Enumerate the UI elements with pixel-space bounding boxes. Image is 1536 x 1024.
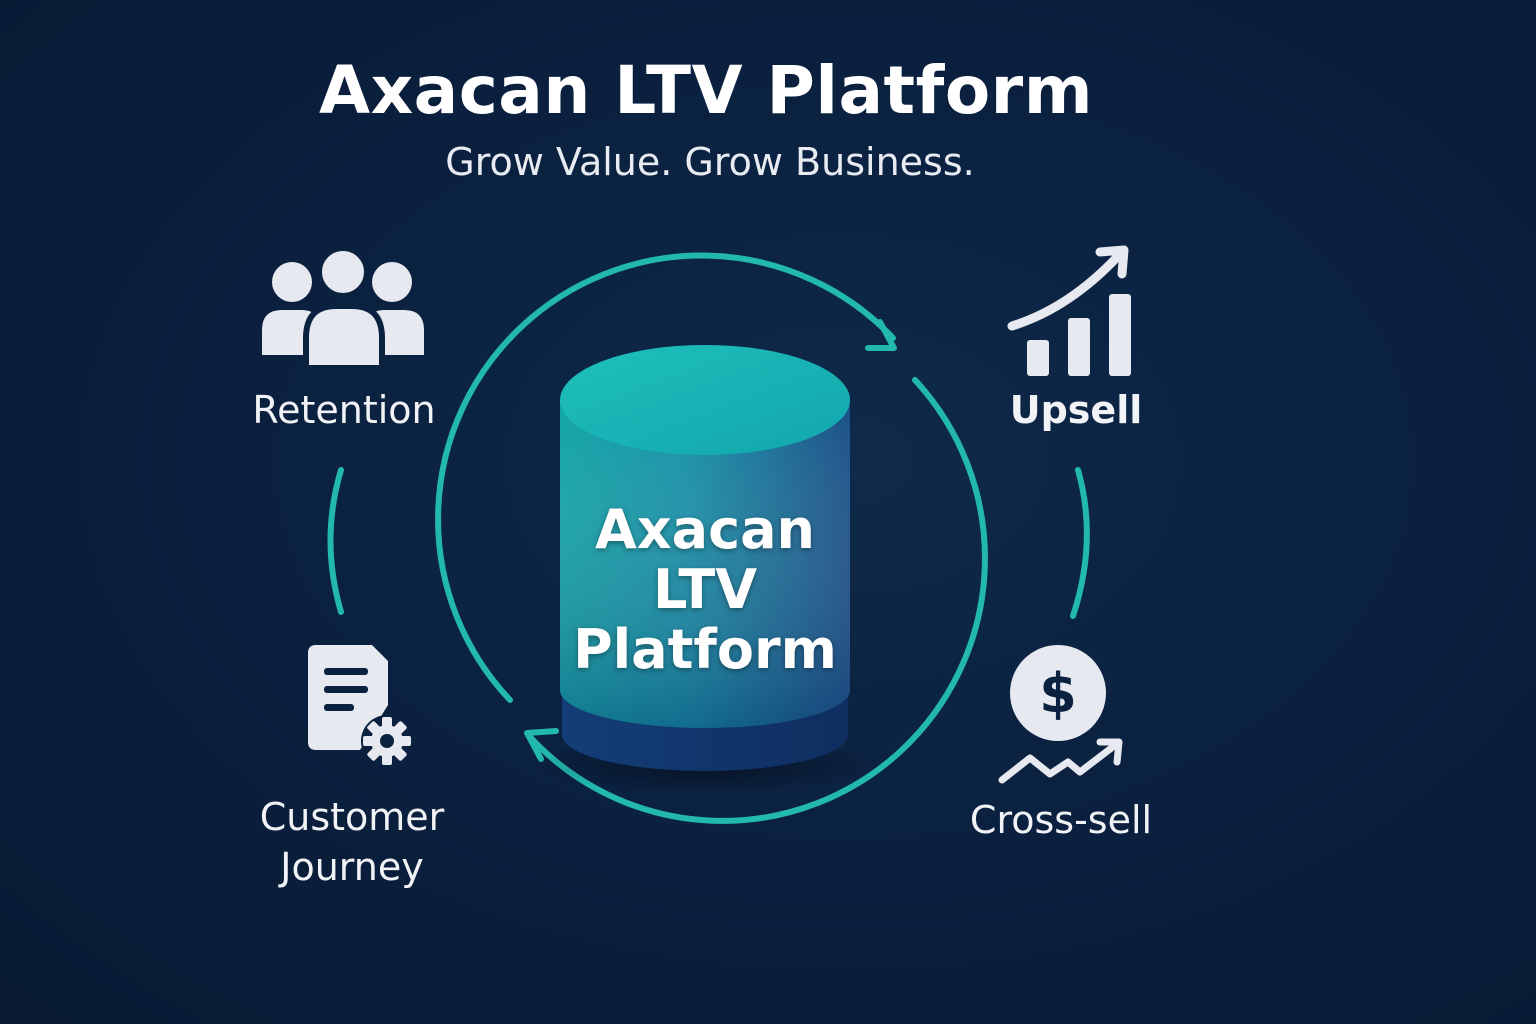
cycle-arrowhead-bottom: [524, 728, 559, 762]
node-label-retention: Retention: [252, 388, 436, 432]
right-connector: [1070, 467, 1090, 619]
node-label-upsell: Upsell: [1009, 388, 1143, 432]
bar-chart-growth-icon: [1007, 245, 1131, 376]
people-group-icon: [262, 245, 424, 371]
node-label-customer-journey-line1: Customer: [259, 795, 445, 839]
platform-label-line1: Axacan: [595, 498, 815, 561]
left-connector: [327, 467, 344, 615]
svg-text:$: $: [1039, 662, 1077, 725]
cycle-arc-top: [434, 252, 896, 703]
diagram-title: Axacan LTV Platform: [319, 52, 1093, 129]
cycle-arc-bottom: [527, 377, 989, 825]
cycle-arrows: [434, 252, 989, 825]
platform-label-line3: Platform: [573, 618, 837, 681]
dollar-coin-trend-icon: $: [998, 645, 1123, 784]
diagram-subtitle: Grow Value. Grow Business.: [445, 140, 975, 184]
node-label-cross-sell: Cross-sell: [969, 798, 1153, 842]
platform-cylinder: [530, 345, 880, 793]
node-label-customer-journey: Customer Journey: [230, 792, 474, 892]
platform-label: Axacan LTV Platform: [560, 500, 850, 680]
node-label-customer-journey-line2: Journey: [280, 845, 424, 889]
cycle-arrowhead-top: [865, 319, 897, 351]
side-connectors: [327, 467, 1090, 619]
document-gear-icon: [308, 645, 413, 767]
platform-label-line2: LTV: [652, 558, 758, 621]
